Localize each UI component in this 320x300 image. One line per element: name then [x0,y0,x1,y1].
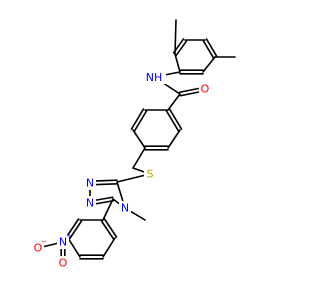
triazole-n2-label: N [86,197,94,210]
carbonyl-o-atom: O [199,82,211,96]
atom-layer: NH O S N N N N + O [32,70,211,270]
bond-double-b-30 [130,108,145,130]
bond-double-a-28 [165,110,180,132]
thioether-s-atom: S [144,167,156,181]
nitro-o-minus-charge: − [41,238,47,246]
bond-single-11 [132,147,146,169]
bond-single-2 [202,56,216,73]
bond-double-a-30 [133,110,148,132]
nitro-n-label: N [59,236,67,249]
molecule-structure: NH O S N N N N + O [32,19,236,270]
bond-single-3 [174,19,177,55]
bond-single-10 [132,129,146,149]
triazole-n4-label: N [121,202,129,215]
bond-double-b-33 [103,218,118,238]
carbonyl-o-label: O [201,83,210,96]
bond-single-7 [167,93,181,111]
bond-double-b-25 [205,38,218,57]
bond-double-a-25 [202,40,215,59]
bond-double-a-24 [175,40,188,56]
nitro-o-minus-atom: O − [32,238,47,255]
triazole-n1-atom: N [84,176,96,190]
nitro-o-atom: O [57,256,69,270]
bond-single-21 [67,237,81,258]
bond-single-0 [174,53,181,73]
bond-double-b-28 [168,108,183,130]
triazole-n4-atom: N [119,201,131,215]
bond-double-a-35 [68,220,83,240]
amide-nh-label: NH [146,71,163,84]
bond-double-b-24 [172,38,185,54]
thioether-s-label: S [147,168,154,181]
bond-single-9 [167,129,181,149]
triazole-n1-label: N [86,177,94,190]
bond-double-a-33 [100,220,115,240]
amide-nh-atom: NH [142,70,166,84]
triazole-n2-atom: N [84,196,96,210]
bond-single-18 [102,198,114,221]
bond-layer [37,19,236,264]
nitro-o-label: O [59,257,68,270]
bond-single-20 [102,237,116,258]
nitro-o-minus-label: O [34,242,43,255]
nitro-n-atom: N + [57,232,72,249]
bond-double-b-35 [65,218,80,238]
nitro-n-charge: + [66,232,72,240]
